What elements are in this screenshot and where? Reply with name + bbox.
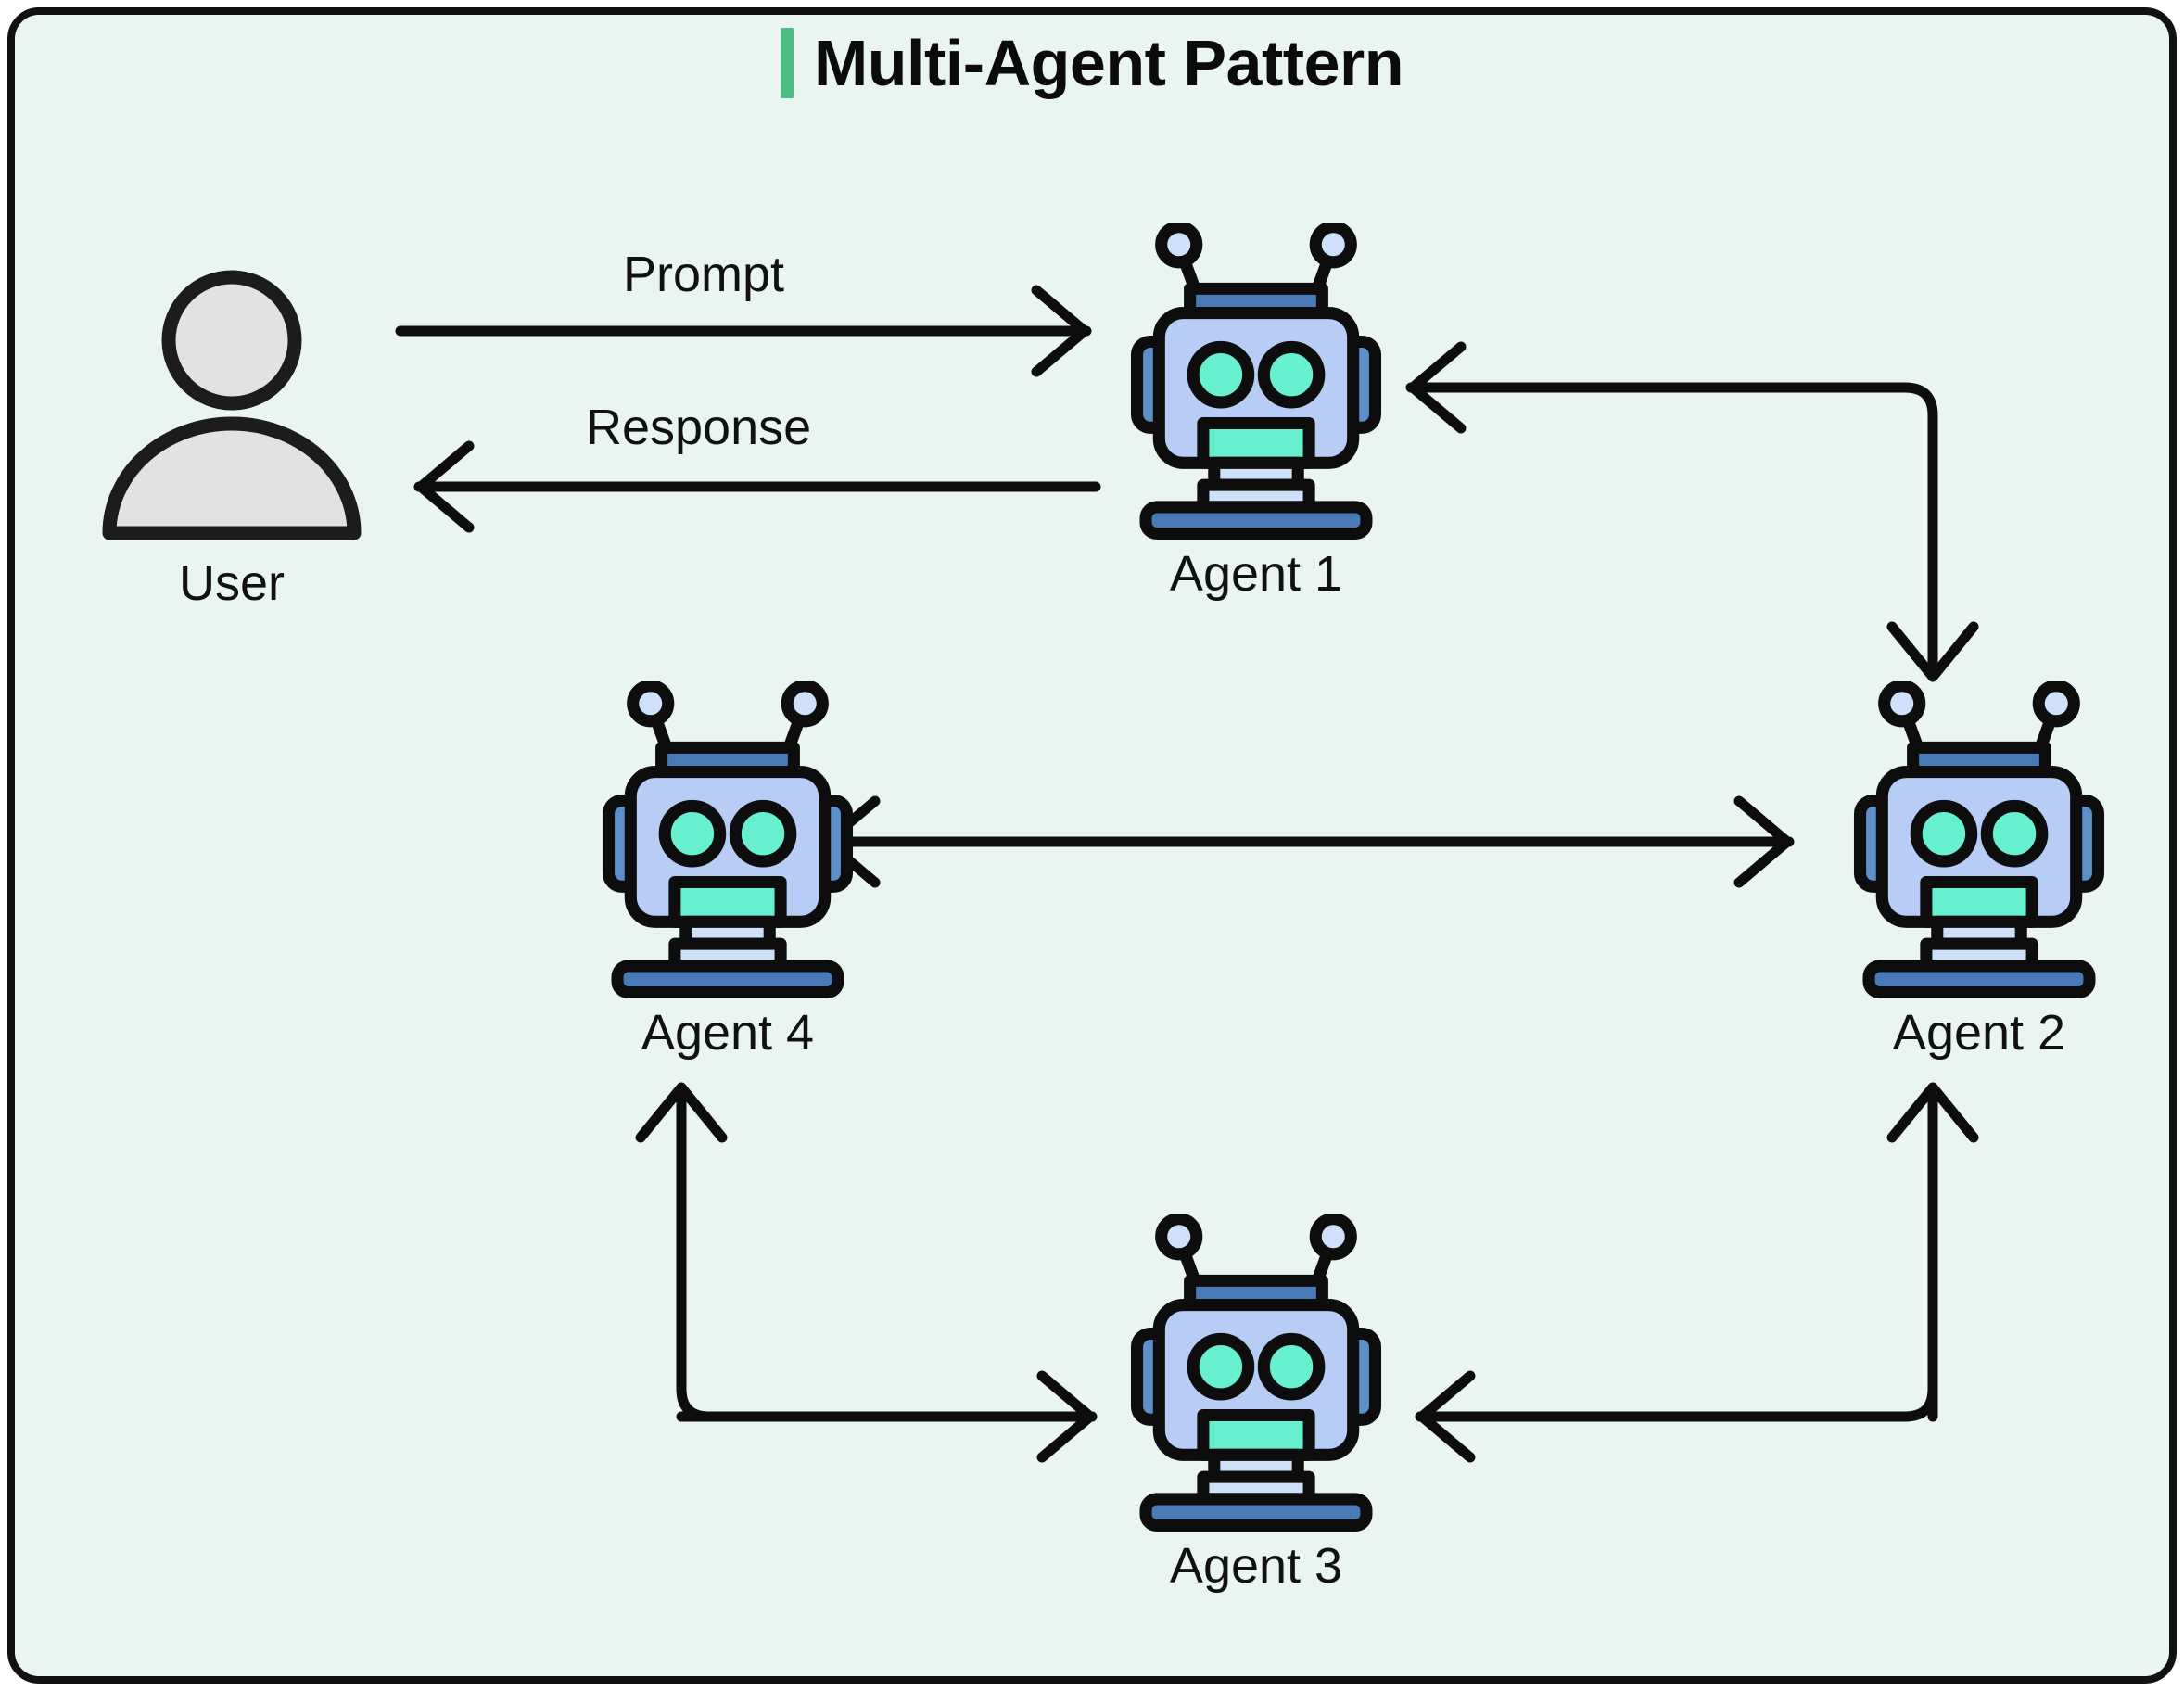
- robot-icon: [1130, 222, 1382, 540]
- node-user[interactable]: User: [83, 264, 380, 610]
- robot-icon: [1853, 681, 2105, 999]
- title-accent-bar: [780, 28, 794, 98]
- node-agent3[interactable]: Agent 3: [1061, 1214, 1451, 1593]
- robot-icon: [602, 681, 854, 999]
- user-icon: [102, 270, 362, 540]
- node-agent2[interactable]: Agent 2: [1784, 681, 2174, 1060]
- node-agent1[interactable]: Agent 1: [1061, 222, 1451, 601]
- node-agent4[interactable]: Agent 4: [533, 681, 922, 1060]
- title-label: Multi-Agent Pattern: [813, 27, 1404, 99]
- node-label-agent2: Agent 2: [1892, 1005, 2066, 1061]
- edge-label-response: Response: [586, 400, 812, 455]
- edge-label-prompt: Prompt: [623, 247, 785, 302]
- node-label-agent3: Agent 3: [1169, 1538, 1343, 1594]
- node-label-agent4: Agent 4: [641, 1005, 815, 1061]
- node-label-user: User: [178, 555, 285, 611]
- node-label-agent1: Agent 1: [1169, 546, 1343, 602]
- robot-icon: [1130, 1214, 1382, 1532]
- page-title: Multi-Agent Pattern: [0, 28, 2184, 98]
